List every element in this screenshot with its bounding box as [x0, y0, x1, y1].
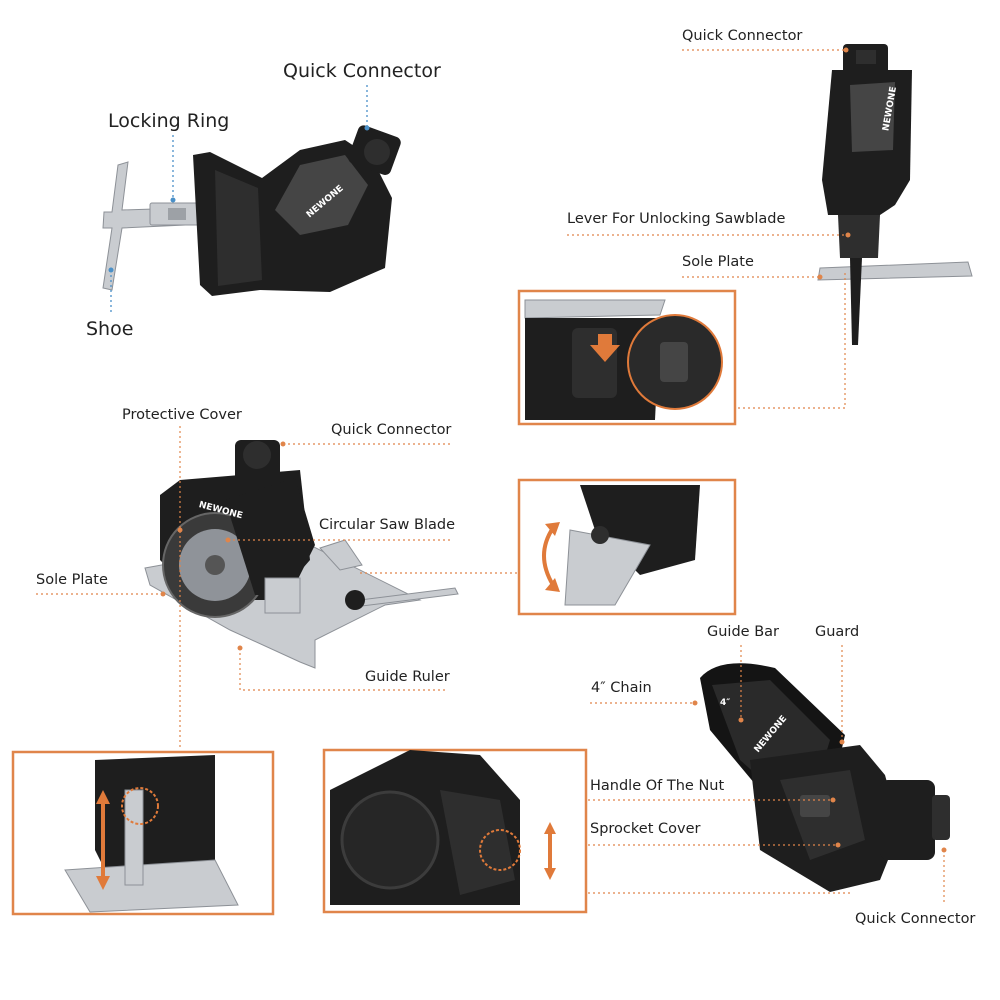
label-jigsaw-quick-connector: Quick Connector [682, 28, 802, 44]
chainsaw-callouts: Guide Bar Guard 4″ Chain Handle Of The N… [588, 624, 975, 927]
label-guide-bar: Guide Bar [707, 624, 779, 640]
label-chain: 4″ Chain [591, 680, 652, 696]
jigsaw-attachment: NEWONE [817, 44, 973, 345]
label-circular-saw-blade: Circular Saw Blade [319, 517, 455, 533]
label-protective-cover: Protective Cover [122, 407, 242, 423]
label-circular-quick-connector: Quick Connector [331, 422, 451, 438]
jigsaw-callouts: Quick Connector Lever For Unlocking Sawb… [567, 28, 851, 409]
label-guide-ruler: Guide Ruler [365, 669, 450, 685]
label-sprocket-cover: Sprocket Cover [590, 821, 700, 837]
chainsaw-attachment: NEWONE 4″ [700, 663, 950, 892]
label-handle-of-the-nut: Handle Of The Nut [590, 778, 724, 794]
label-shoe: Shoe [86, 318, 133, 340]
label-chainsaw-quick-connector: Quick Connector [855, 911, 975, 927]
label-guard: Guard [815, 624, 859, 640]
reciprocating-saw-attachment: NEWONE [102, 125, 401, 296]
label-locking-ring: Locking Ring [108, 110, 229, 132]
jigsaw-lever-inset [517, 289, 737, 426]
chain-size-mark: 4″ [720, 698, 730, 708]
label-jigsaw-sole-plate: Sole Plate [682, 254, 754, 270]
label-lever-unlocking-sawblade: Lever For Unlocking Sawblade [567, 211, 785, 227]
circular-saw-attachment: NEWONE [144, 440, 459, 669]
sprocket-cover-inset [322, 748, 588, 914]
circular-callouts: Protective Cover Quick Connector Circula… [36, 407, 518, 748]
label-circular-sole-plate: Sole Plate [36, 572, 108, 588]
label-reciprocating-quick-connector: Quick Connector [283, 60, 441, 82]
reciprocating-callouts: Quick Connector Locking Ring Shoe [86, 60, 441, 340]
bevel-adjust-inset [517, 478, 737, 616]
depth-adjust-inset [11, 750, 275, 916]
